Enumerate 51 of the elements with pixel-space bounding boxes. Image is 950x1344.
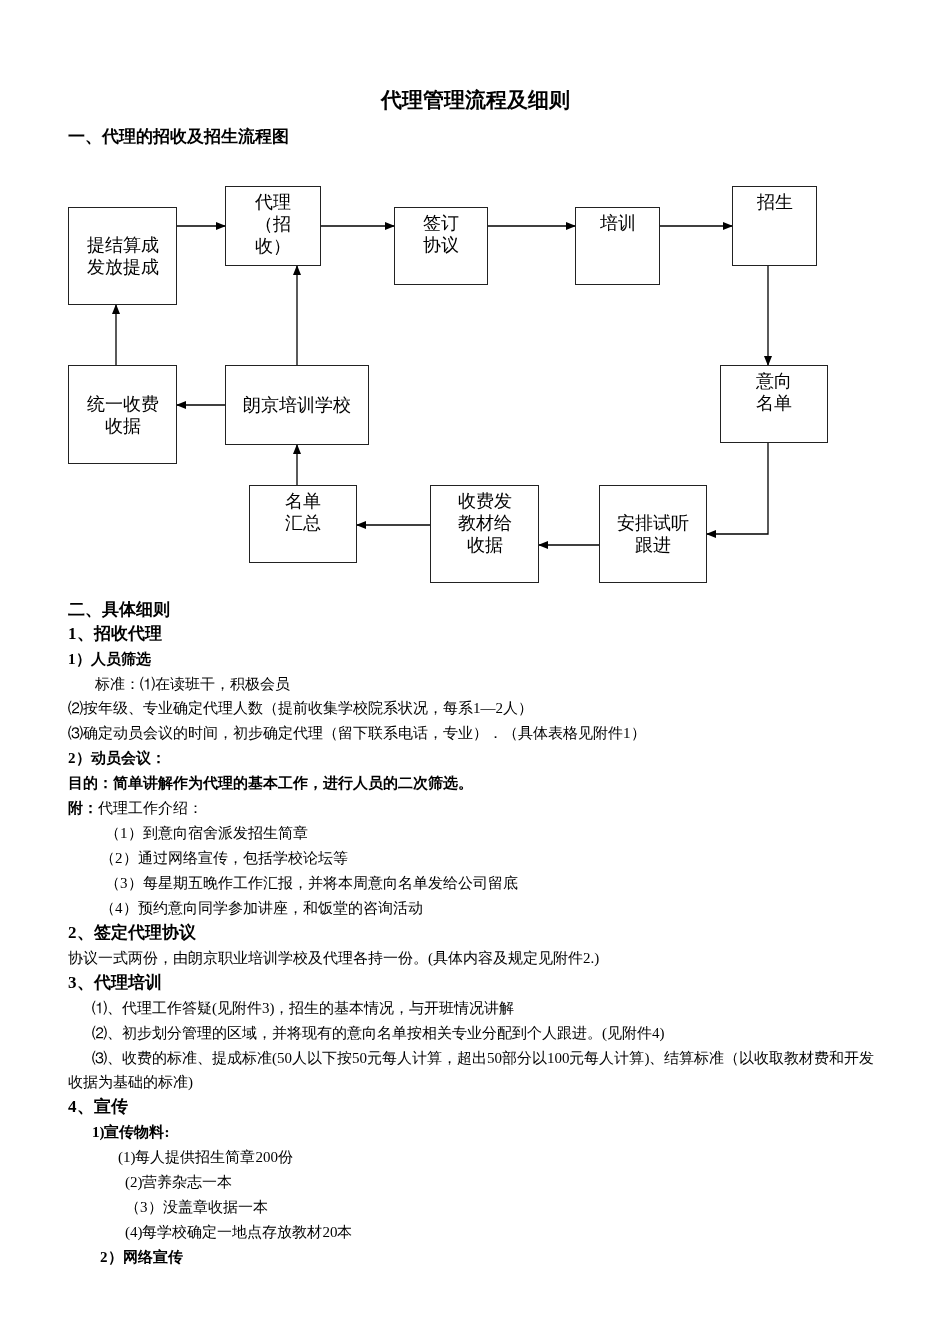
arrow bbox=[176, 401, 226, 409]
arrow bbox=[356, 521, 431, 529]
text-line: ⑶确定动员会议的时间，初步确定代理（留下联系电话，专业）．（具体表格见附件1） bbox=[68, 724, 646, 743]
arrow bbox=[176, 222, 226, 230]
arrow bbox=[659, 222, 733, 230]
arrow bbox=[293, 265, 301, 366]
title: 代理管理流程及细则 bbox=[379, 87, 571, 114]
section-heading: 二、具体细则 bbox=[68, 599, 170, 621]
text-line: ⑵、初步划分管理的区域，并将现有的意向名单按相关专业分配到个人跟进。(见附件4) bbox=[92, 1024, 665, 1043]
section-heading: 2、签定代理协议 bbox=[68, 922, 196, 944]
arrow bbox=[764, 265, 772, 366]
process-box: 收费发教材给收据 bbox=[430, 485, 539, 583]
process-box: 意向名单 bbox=[720, 365, 828, 443]
text-line: 标准：⑴在读班干，积极会员 bbox=[95, 675, 290, 694]
process-box: 名单汇总 bbox=[249, 485, 357, 563]
text-line: （3）没盖章收据一本 bbox=[125, 1198, 268, 1217]
text-line: （4）预约意向同学参加讲座，和饭堂的咨询活动 bbox=[100, 899, 423, 918]
process-box: 培训 bbox=[575, 207, 660, 285]
process-box: 朗京培训学校 bbox=[225, 365, 369, 445]
arrow bbox=[293, 444, 301, 486]
arrow bbox=[487, 222, 576, 230]
process-box: 统一收费收据 bbox=[68, 365, 177, 464]
arrow bbox=[538, 541, 600, 549]
text-line: （2）通过网络宣传，包括学校论坛等 bbox=[100, 849, 348, 868]
text-line: (1)每人提供招生简章200份 bbox=[118, 1148, 293, 1167]
text-line: （3）每星期五晚作工作汇报，并将本周意向名单发给公司留底 bbox=[105, 874, 518, 893]
text-line: (2)营养杂志一本 bbox=[125, 1173, 233, 1192]
process-box: 代理（招收） bbox=[225, 186, 321, 266]
arrow bbox=[706, 442, 769, 538]
paragraph: ⑶、收费的标准、提成标准(50人以下按50元每人计算，超出50部分以100元每人计算)、结算标准（以收取教材费和开发收据为基础的标准) bbox=[68, 1049, 876, 1092]
subheading: 1)宣传物料: bbox=[92, 1123, 170, 1142]
subheading: 1）人员筛选 bbox=[68, 650, 151, 669]
section-heading: 一、代理的招收及招生流程图 bbox=[68, 126, 289, 148]
text-line: ⑵按年级、专业确定代理人数（提前收集学校院系状况，每系1—2人） bbox=[68, 699, 533, 718]
process-box: 招生 bbox=[732, 186, 817, 266]
text-line: （1）到意向宿舍派发招生简章 bbox=[105, 824, 308, 843]
section-heading: 4、宣传 bbox=[68, 1096, 128, 1118]
text-line: 附：代理工作介绍： bbox=[68, 799, 203, 818]
text-line: 目的：简单讲解作为代理的基本工作，进行人员的二次筛选。 bbox=[68, 774, 473, 793]
text-line: 协议一式两份，由朗京职业培训学校及代理各持一份。(具体内容及规定见附件2.) bbox=[68, 949, 600, 968]
section-heading: 3、代理培训 bbox=[68, 972, 162, 994]
text-line: ⑴、代理工作答疑(见附件3)，招生的基本情况，与开班情况讲解 bbox=[92, 999, 515, 1018]
process-box: 签订协议 bbox=[394, 207, 488, 285]
text-line: (4)每学校确定一地点存放教材20本 bbox=[125, 1223, 353, 1242]
arrow bbox=[112, 304, 120, 366]
arrow bbox=[320, 222, 395, 230]
subheading: 2）网络宣传 bbox=[100, 1248, 183, 1267]
process-box: 安排试听跟进 bbox=[599, 485, 707, 583]
subheading: 2）动员会议： bbox=[68, 749, 166, 768]
process-box: 提结算成发放提成 bbox=[68, 207, 177, 305]
section-heading: 1、招收代理 bbox=[68, 623, 162, 645]
